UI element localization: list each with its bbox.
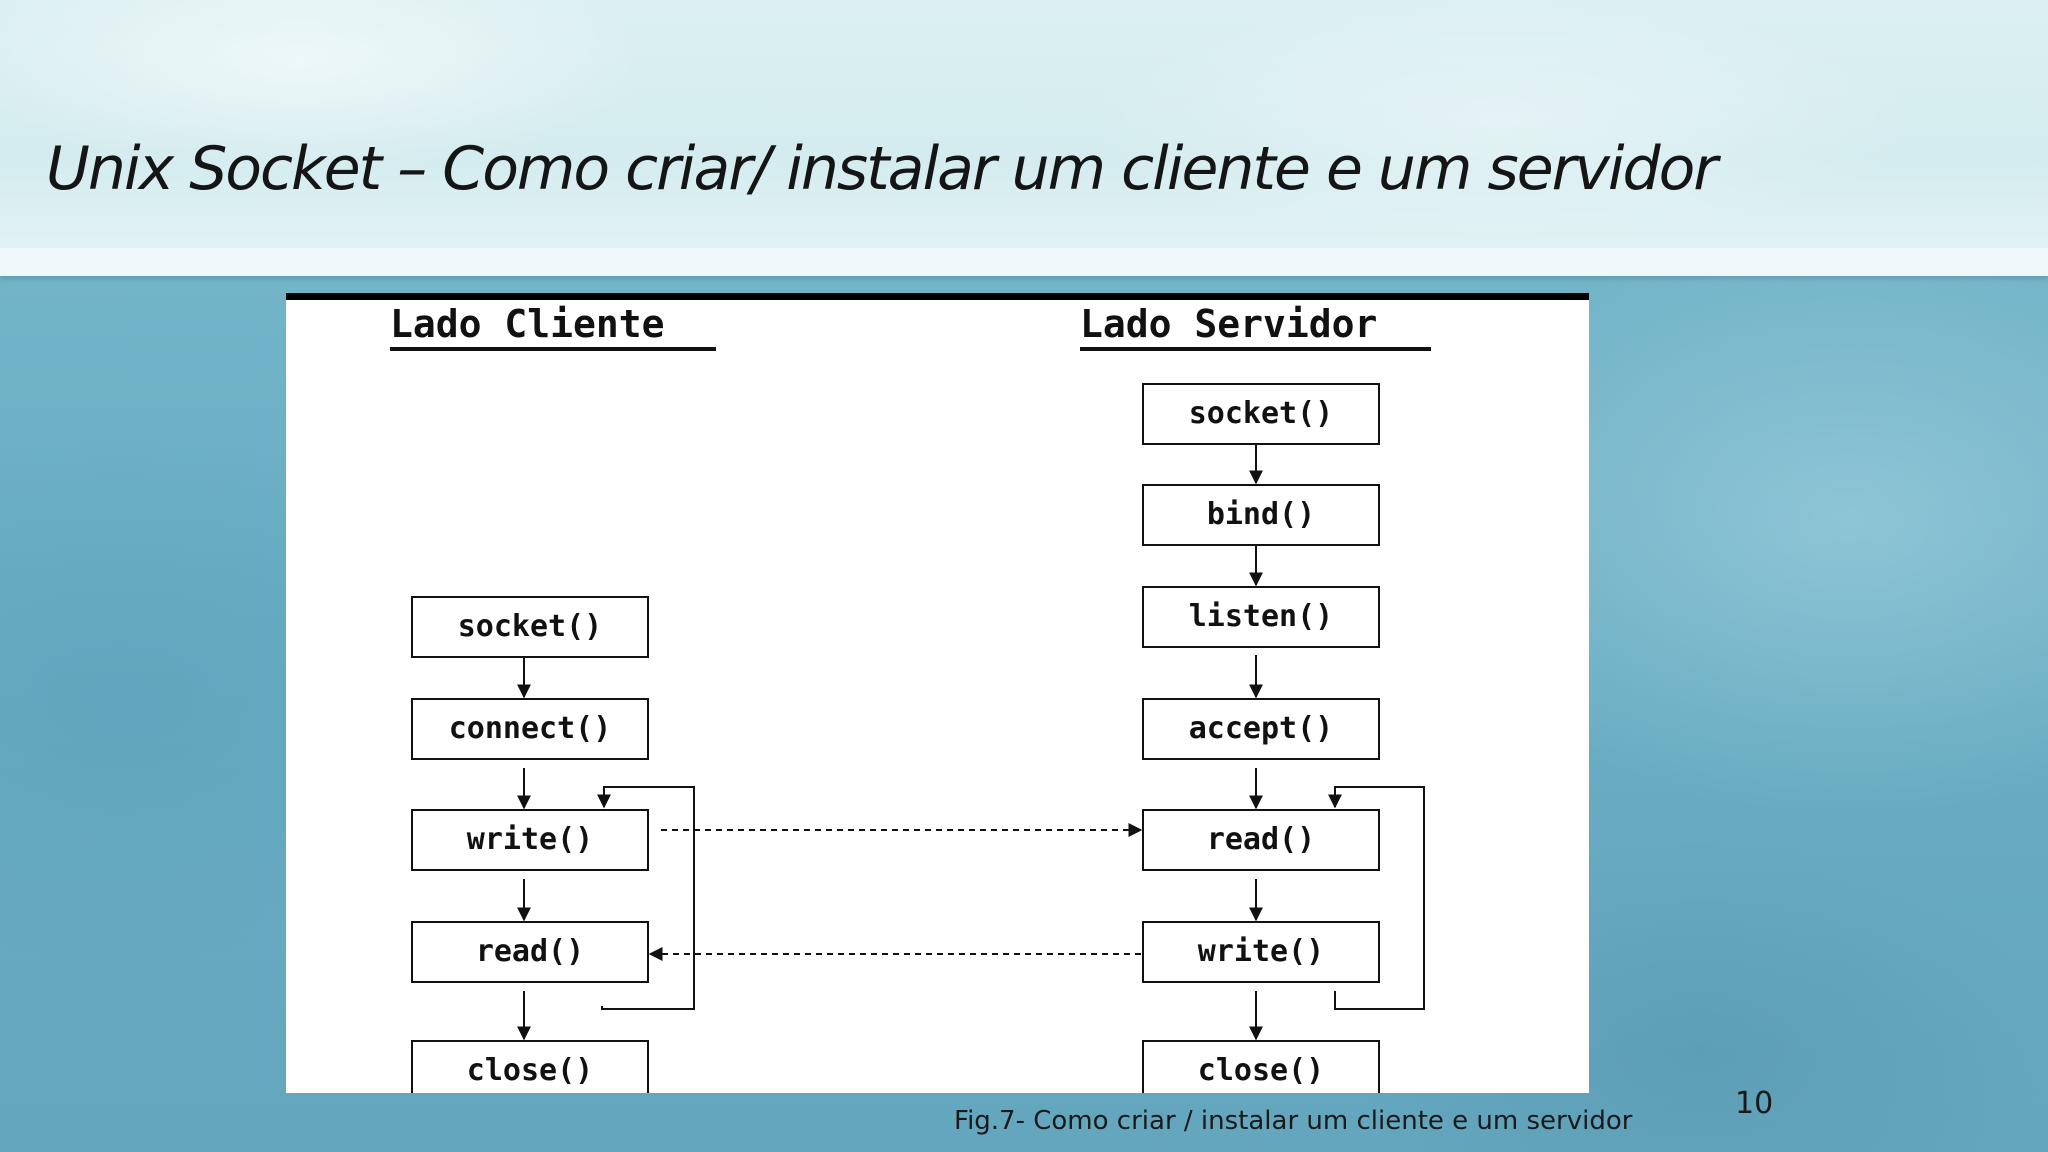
server-step-label: read() [1207,822,1315,857]
client-step-label: socket() [458,609,603,644]
client-step-label: close() [467,1053,593,1088]
server-step-socket: socket() [1142,383,1380,445]
client-step-label: connect() [449,711,612,746]
top-rule [286,293,1589,300]
client-step-read: read() [411,921,649,983]
slide-title: Unix Socket – Como criar/ instalar um cl… [46,134,1718,204]
client-heading: Lado Cliente [390,302,665,346]
server-step-label: close() [1198,1053,1324,1088]
server-step-label: write() [1198,934,1324,969]
server-loop-arrow [1328,786,1425,1010]
page-number: 10 [1735,1086,1774,1121]
client-step-label: read() [476,934,584,969]
client-step-close: close() [411,1040,649,1093]
server-heading: Lado Servidor [1080,302,1377,346]
server-step-bind: bind() [1142,484,1380,546]
client-loop-arrow [597,786,695,1010]
server-step-label: accept() [1189,711,1334,746]
client-step-socket: socket() [411,596,649,658]
header-band [0,0,2048,262]
header-divider [0,248,2048,276]
server-step-listen: listen() [1142,586,1380,648]
server-step-read: read() [1142,809,1380,871]
server-step-write: write() [1142,921,1380,983]
server-step-accept: accept() [1142,698,1380,760]
client-step-label: write() [467,822,593,857]
server-step-label: socket() [1189,396,1334,431]
server-step-label: listen() [1189,599,1334,634]
client-step-write: write() [411,809,649,871]
server-step-close: close() [1142,1040,1380,1093]
client-step-connect: connect() [411,698,649,760]
figure-caption: Fig.7- Como criar / instalar um cliente … [954,1106,1633,1136]
server-step-label: bind() [1207,497,1315,532]
socket-flow-diagram: Lado Cliente Lado Servidor socket() conn… [286,293,1589,1093]
